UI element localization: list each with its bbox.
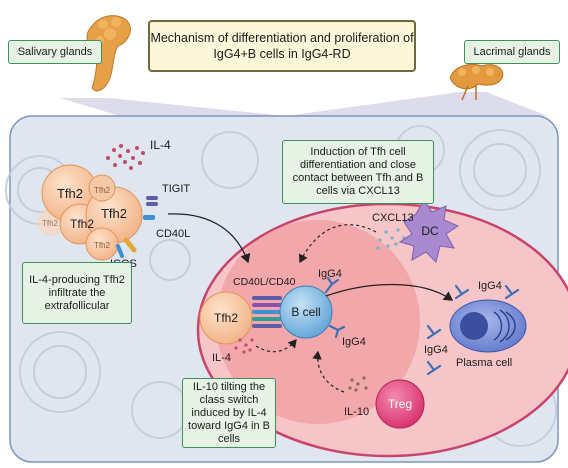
tigit-label: TIGIT	[162, 183, 191, 195]
cd40l-cd40-label: CD40L/CD40	[233, 276, 296, 288]
zoom-wedge-left	[60, 98, 286, 116]
dc-label: DC	[421, 224, 439, 238]
il4-secretion-dots	[106, 144, 145, 170]
il4-label-follicle: IL-4	[212, 352, 231, 364]
title-box: Mechanism of differentiation and prolife…	[148, 20, 416, 72]
b-cell	[279, 285, 333, 339]
salivary-label-box: Salivary glands	[8, 40, 102, 64]
cd40l-label: CD40L	[156, 228, 191, 240]
b-cell-label: B cell	[291, 305, 321, 319]
il10-label: IL-10	[344, 406, 370, 418]
il10-note: IL-10 tilting the class switch induced b…	[182, 378, 276, 448]
title: Mechanism of differentiation and prolife…	[150, 31, 414, 61]
tfh-infiltrate-note: IL-4-producing Tfh2 infiltrate the extra…	[22, 262, 132, 324]
il10-note-text: IL-10 tilting the class switch induced b…	[188, 380, 270, 445]
igg4-antibodies	[324, 276, 520, 376]
cxcl13-arrow	[298, 224, 377, 264]
il4-local-dots	[234, 338, 254, 354]
tfh2-cluster	[38, 164, 143, 261]
treg-label: Treg	[387, 397, 413, 411]
il10-arrow	[312, 350, 345, 393]
differentiation-arrow	[325, 283, 454, 301]
tfh-infiltrate-text: IL-4-producing Tfh2 infiltrate the extra…	[29, 273, 125, 312]
il10-dots	[348, 376, 368, 392]
igg4-label-plasma-2: IgG4	[424, 344, 448, 356]
tfh2-small-label-2: Tfh2	[93, 241, 111, 250]
tfh2-label-2: Tfh2	[100, 206, 128, 221]
tfh2-label-1: Tfh2	[56, 186, 84, 201]
induction-note: Induction of Tfh cell differentiation an…	[282, 140, 434, 204]
lacrimal-label-box: Lacrimal glands	[464, 40, 560, 64]
tfh2-small-label-1: Tfh2	[93, 186, 111, 195]
dendritic-cell	[398, 199, 460, 263]
plasma-cell-label: Plasma cell	[456, 357, 513, 369]
lacrimal-gland-icon	[449, 64, 504, 101]
receptor-icons	[116, 196, 158, 258]
induction-text: Induction of Tfh cell differentiation an…	[292, 146, 424, 197]
tfh2-cell	[199, 291, 253, 345]
cxcl13-label: CXCL13	[372, 212, 414, 224]
tfh2-follicle-label: Tfh2	[213, 311, 239, 325]
il4-label-top: IL-4	[150, 138, 171, 152]
cxcl13-dots	[376, 228, 406, 250]
tfh2-small-label-3: Tfh2	[41, 219, 59, 228]
igg4-label-bcell-bottom: IgG4	[342, 336, 366, 348]
igg4-label-plasma-1: IgG4	[478, 280, 502, 292]
migration-arrow	[167, 213, 251, 264]
salivary-label: Salivary glands	[17, 45, 93, 58]
treg-cell	[375, 379, 425, 429]
zoom-wedge-right	[286, 92, 548, 116]
igg4-label-bcell-top: IgG4	[318, 268, 342, 280]
cd40l-cd40-bonds	[252, 296, 282, 328]
tfh2-label-3: Tfh2	[69, 217, 95, 231]
lacrimal-label: Lacrimal glands	[473, 45, 551, 58]
